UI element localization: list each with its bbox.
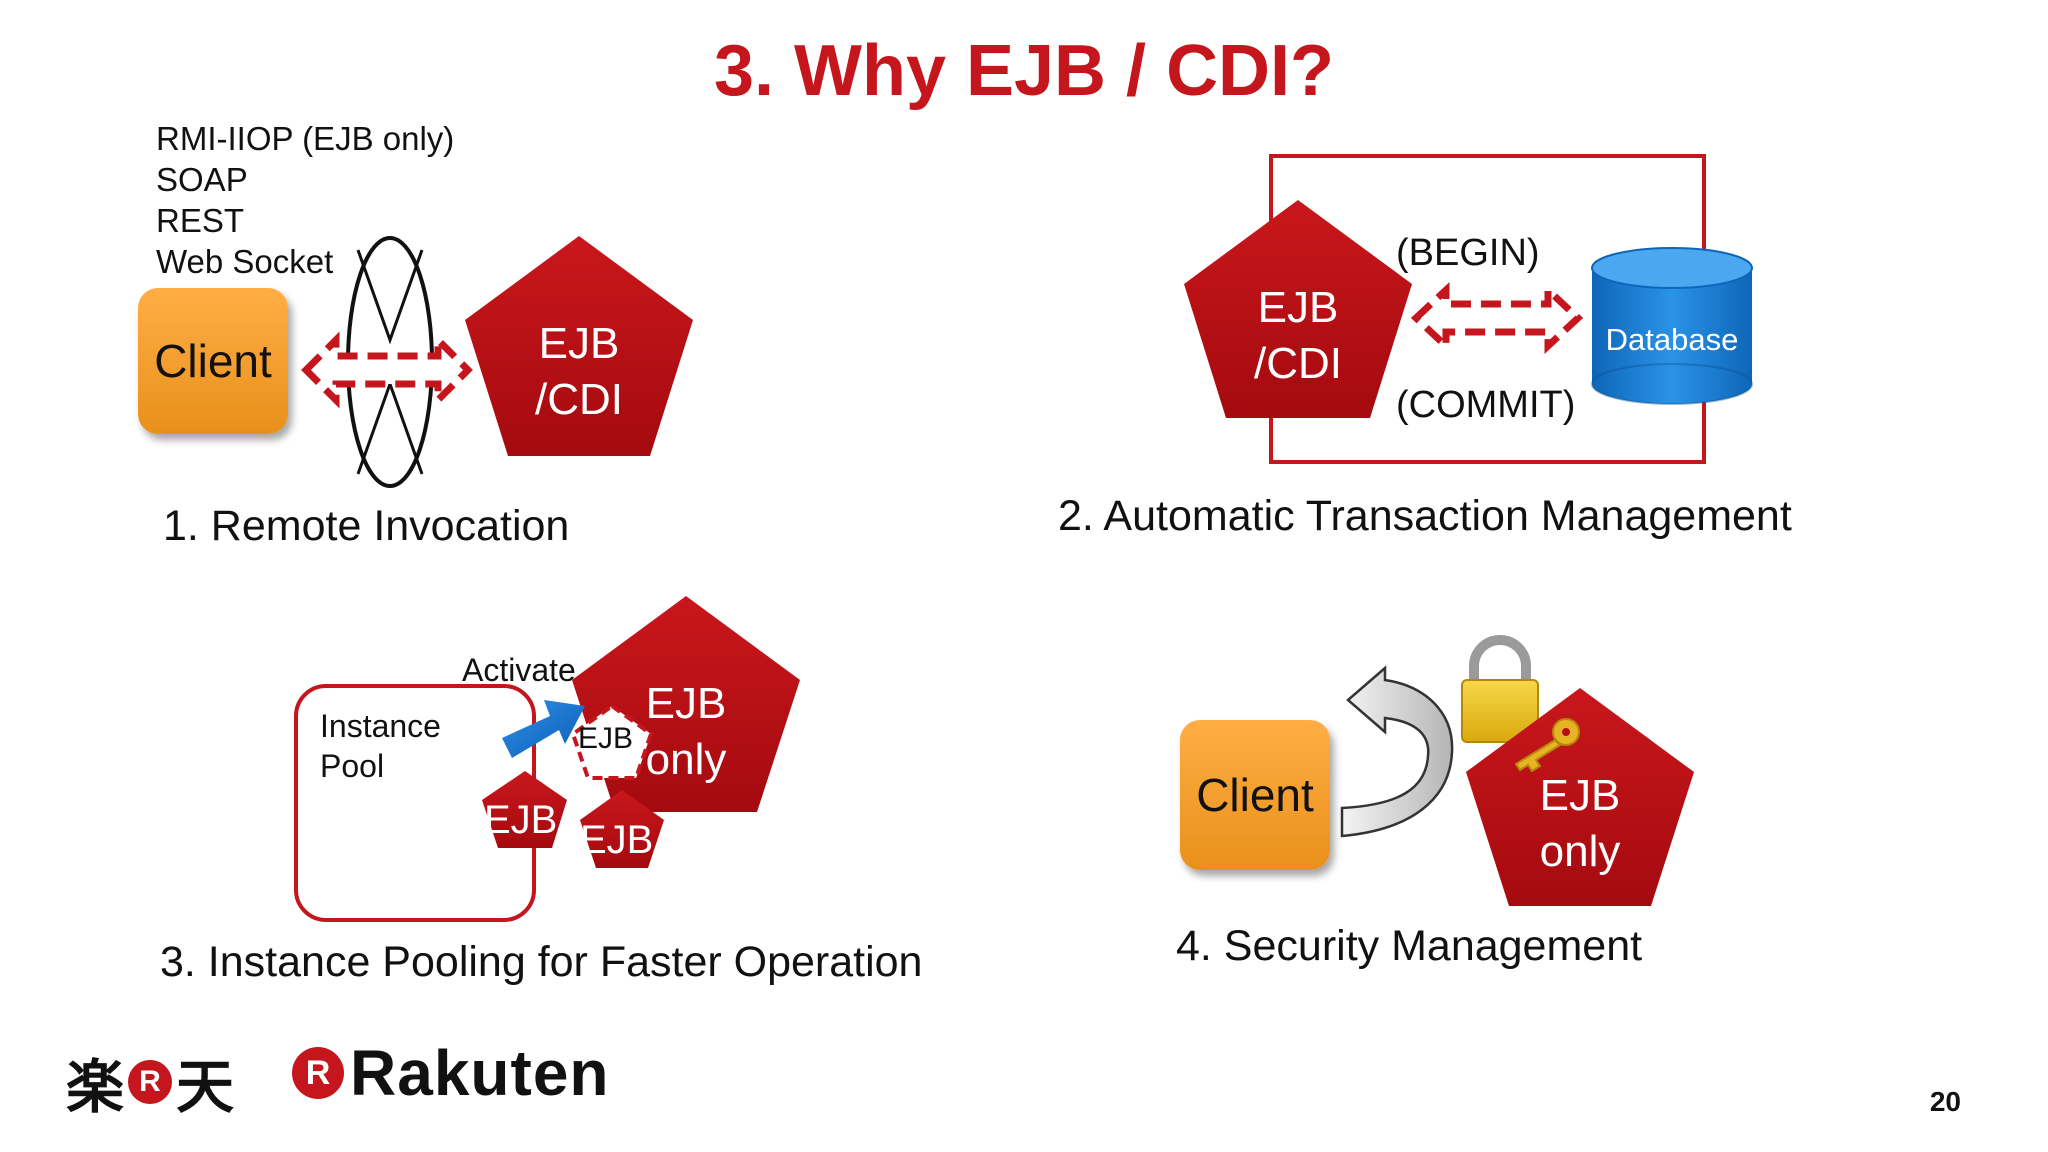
caption-security-management: 4. Security Management <box>1176 922 1643 970</box>
pooled-ejb-label-1: EJB <box>484 798 558 842</box>
ejb-only-pentagon-2 <box>1466 688 1694 906</box>
rakuten-r-icon: R <box>128 1060 173 1104</box>
caption-transaction-management: 2. Automatic Transaction Management <box>1058 492 1792 540</box>
database-label: Database <box>1605 322 1739 357</box>
ejb-only-label-line2: only <box>645 735 727 784</box>
ejb-only-label: EJB only <box>626 676 746 788</box>
protocol-list: RMI-IIOP (EJB only) SOAP REST Web Socket <box>156 118 454 282</box>
instance-pool-label: Instance Pool <box>320 706 441 786</box>
padlock-icon <box>1461 635 1539 743</box>
ejb-cdi-label-2: EJB /CDI <box>1198 280 1398 392</box>
ejb-cdi-pentagon <box>465 236 693 456</box>
client-box-2: Client <box>1180 720 1330 870</box>
logo-wordmark: Rakuten <box>350 1037 610 1109</box>
ejb-cdi-label-2-line1: EJB <box>1257 283 1339 332</box>
pooled-ejb-pentagon-2 <box>580 790 664 868</box>
rakuten-r-icon-2: R <box>292 1047 344 1099</box>
database-cylinder <box>1591 247 1753 405</box>
commit-label: (COMMIT) <box>1396 384 1576 426</box>
rakuten-kanji-logo: 楽 R 天 <box>66 1040 234 1124</box>
instance-pool-label-line1: Instance <box>320 708 441 744</box>
pooled-ejb-label-2: EJB <box>580 818 654 862</box>
logo-kanji-2: 天 <box>176 1053 235 1121</box>
activate-label: Activate <box>462 652 576 688</box>
begin-label: (BEGIN) <box>1396 232 1540 274</box>
activated-ejb-pentagon <box>570 703 654 780</box>
caption-remote-invocation: 1. Remote Invocation <box>163 502 570 550</box>
rakuten-wordmark-logo: R Rakuten <box>292 1036 610 1110</box>
ejb-cdi-label-line1: EJB <box>538 319 620 368</box>
protocol-rest: REST <box>156 202 245 239</box>
remote-call-arrow <box>301 331 473 409</box>
page-number: 20 <box>1929 1086 1961 1117</box>
ejb-only-label-2-line1: EJB <box>1539 771 1621 820</box>
client-box: Client <box>138 288 288 434</box>
ejb-cdi-label: EJB /CDI <box>479 316 679 428</box>
ejb-only-label-2: EJB only <box>1480 768 1680 880</box>
ejb-only-label-2-line2: only <box>1539 827 1621 876</box>
activate-arrow <box>502 700 585 758</box>
pooled-ejb-pentagon-1 <box>482 771 567 848</box>
caption-instance-pooling: 3. Instance Pooling for Faster Operation <box>160 938 923 986</box>
ejb-only-label-line1: EJB <box>645 679 727 728</box>
instance-pool-label-line2: Pool <box>320 748 385 784</box>
activated-ejb-label: EJB <box>578 722 634 755</box>
key-icon <box>1514 718 1580 773</box>
protocol-web-socket: Web Socket <box>156 243 334 280</box>
slide-title: 3. Why EJB / CDI? <box>713 31 1335 111</box>
logo-kanji-1: 楽 <box>66 1053 125 1121</box>
protocol-rmi-iiop: RMI-IIOP (EJB only) <box>156 120 455 157</box>
ejb-cdi-pentagon-2 <box>1184 200 1412 418</box>
ejb-cdi-label-line2: /CDI <box>535 375 623 424</box>
curved-arrow <box>1340 665 1454 838</box>
protocol-soap: SOAP <box>156 161 248 198</box>
transaction-arrow <box>1410 281 1584 355</box>
ejb-cdi-label-2-line2: /CDI <box>1254 339 1342 388</box>
